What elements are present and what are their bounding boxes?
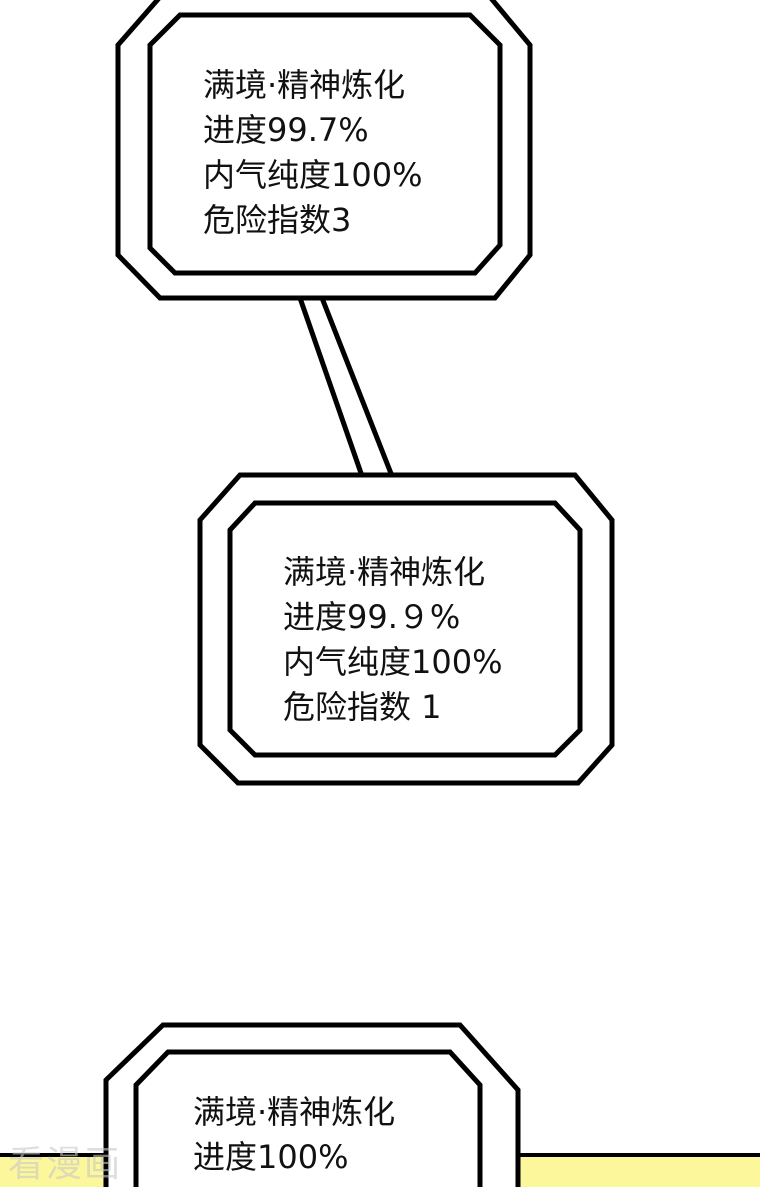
status-box-2: 满境·精神炼化 进度99.９% 内气纯度100% 危险指数 1 [283, 550, 503, 730]
purity-label: 内气纯度100% [283, 643, 503, 681]
realm-label: 满境·精神炼化 [193, 1093, 396, 1131]
progress-label: 进度100% [193, 1138, 349, 1176]
connector [296, 295, 396, 479]
status-box-1: 满境·精神炼化 进度99.7% 内气纯度100% 危险指数3 [203, 63, 423, 243]
purity-label: 内气纯度100% [203, 156, 423, 194]
progress-label: 进度99.7% [203, 111, 369, 149]
progress-label: 进度99.９% [283, 598, 461, 636]
watermark: 看漫画 [8, 1144, 123, 1185]
realm-label: 满境·精神炼化 [283, 553, 486, 591]
status-box-3: 满境·精神炼化 进度100% [193, 1090, 395, 1180]
realm-label: 满境·精神炼化 [203, 66, 406, 104]
danger-label: 危险指数3 [203, 201, 352, 239]
box1-inner [147, 12, 503, 276]
box2-inner [227, 500, 583, 758]
danger-label: 危险指数 1 [283, 688, 442, 726]
box3-inner [133, 1049, 483, 1187]
